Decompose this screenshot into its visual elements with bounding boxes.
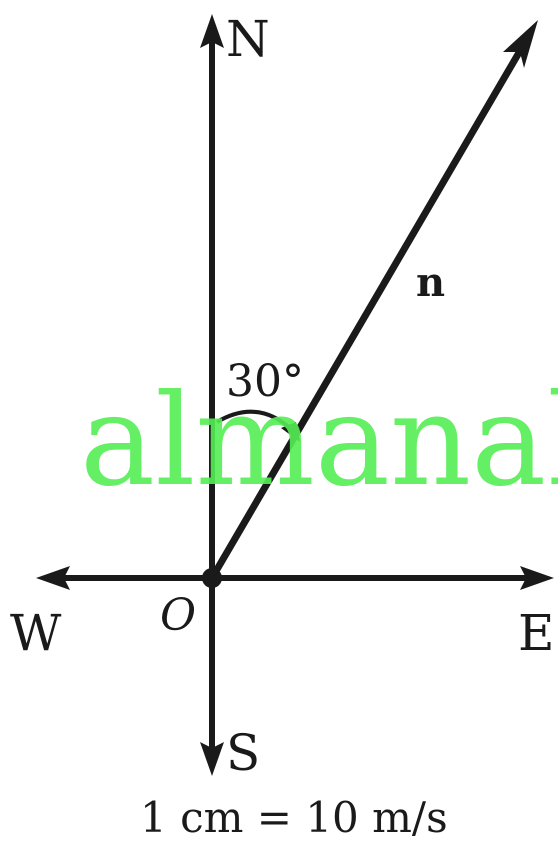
east-label: E bbox=[518, 604, 555, 662]
south-arrowhead bbox=[200, 742, 224, 776]
south-label: S bbox=[226, 724, 260, 782]
origin-label: O bbox=[160, 590, 196, 641]
angle-arc-arrowhead bbox=[281, 422, 300, 442]
west-arrowhead bbox=[36, 566, 70, 590]
west-label: W bbox=[10, 604, 62, 662]
scale-note: 1 cm = 10 m/s bbox=[140, 793, 448, 842]
angle-label: 30° bbox=[226, 356, 304, 407]
watermark-text: almanahj bbox=[80, 367, 558, 514]
north-arrowhead bbox=[200, 14, 224, 48]
vector-n-line bbox=[208, 42, 528, 580]
angle-arc bbox=[215, 409, 294, 432]
origin-point bbox=[202, 568, 222, 588]
north-label: N bbox=[226, 10, 270, 68]
east-arrowhead bbox=[520, 566, 554, 590]
vector-n-arrowhead bbox=[503, 20, 538, 68]
vector-label: n bbox=[416, 259, 445, 306]
